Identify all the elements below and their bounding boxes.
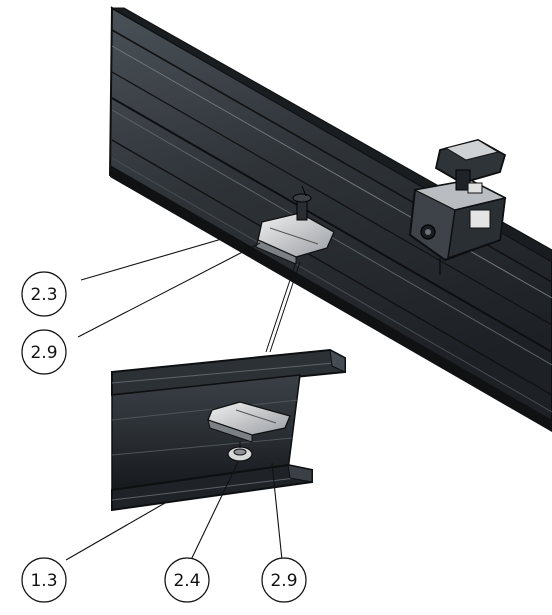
callout-label: 2.3 [30, 285, 57, 305]
leader-line-2-9-lower [271, 462, 283, 561]
callout-2-9-lower: 2.9 [261, 557, 307, 603]
upper-rail-groove [111, 157, 552, 413]
leader-line-2-3 [80, 235, 233, 281]
upper-rail-groove [111, 139, 552, 396]
callout-2-3: 2.3 [21, 271, 67, 317]
callout-label: 2.9 [270, 571, 297, 591]
mid-clamp-assembly [408, 139, 507, 275]
lower-rail-clamp [207, 401, 291, 443]
leader-line-2-9-upper [77, 242, 261, 338]
upper-rail-bottom-lip [110, 165, 552, 432]
leader-line-2-4 [189, 461, 239, 563]
leader-lines [65, 235, 283, 563]
callout-label: 1.3 [30, 571, 57, 591]
callout-2-4: 2.4 [164, 557, 210, 603]
upper-rail-groove [111, 71, 552, 326]
upper-rail-clamp [255, 185, 335, 265]
callout-label: 2.9 [30, 343, 57, 363]
upper-rail-groove [111, 45, 552, 299]
upper-rail-groove [111, 97, 552, 353]
callout-label: 2.4 [173, 571, 200, 591]
leader-line-1-3 [65, 502, 166, 561]
callout-1-3: 1.3 [21, 557, 67, 603]
bolt-head [227, 441, 253, 462]
explode-line [265, 261, 301, 353]
lower-rail [111, 348, 346, 512]
callout-2-9-upper: 2.9 [21, 329, 67, 375]
